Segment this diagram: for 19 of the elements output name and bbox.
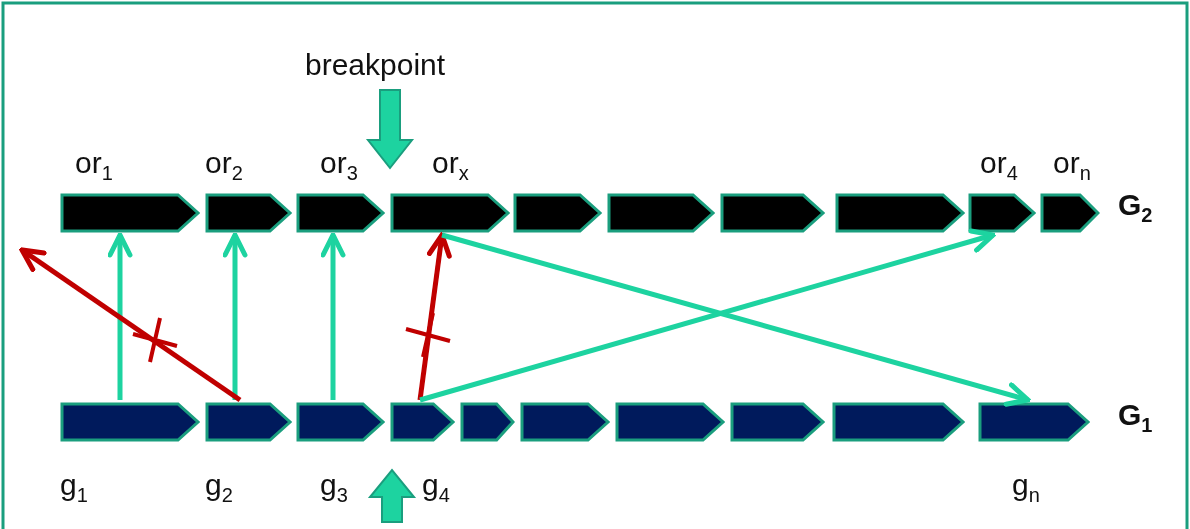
arrow [320,232,346,400]
gene-label: g$_{2}$ [205,470,233,505]
arrow [107,232,133,400]
gene-label: g$_{4}$ [422,470,450,505]
gene-label: g$_{3}$ [320,470,348,505]
gene-label: or$_{3}$ [320,148,358,183]
breakpoint-label: breakpoint [305,50,446,80]
gene-label: or$_{4}$ [980,148,1018,183]
arrow [222,232,248,400]
gene-label: or$_{n}$ [1053,148,1091,183]
gene-label: g$_{1}$ [60,470,88,505]
gene-label: g$_{n}$ [1012,470,1040,505]
blocked-arrow [19,247,242,403]
genome-label: G$_{2}$ [1118,190,1153,225]
blocked-arrow [417,232,452,401]
gene-label: or$_{2}$ [205,148,243,183]
genome-label: G$_{1}$ [1118,400,1153,435]
gene-label: or$_{x}$ [432,148,469,183]
gene-label: or$_{1}$ [75,148,113,183]
